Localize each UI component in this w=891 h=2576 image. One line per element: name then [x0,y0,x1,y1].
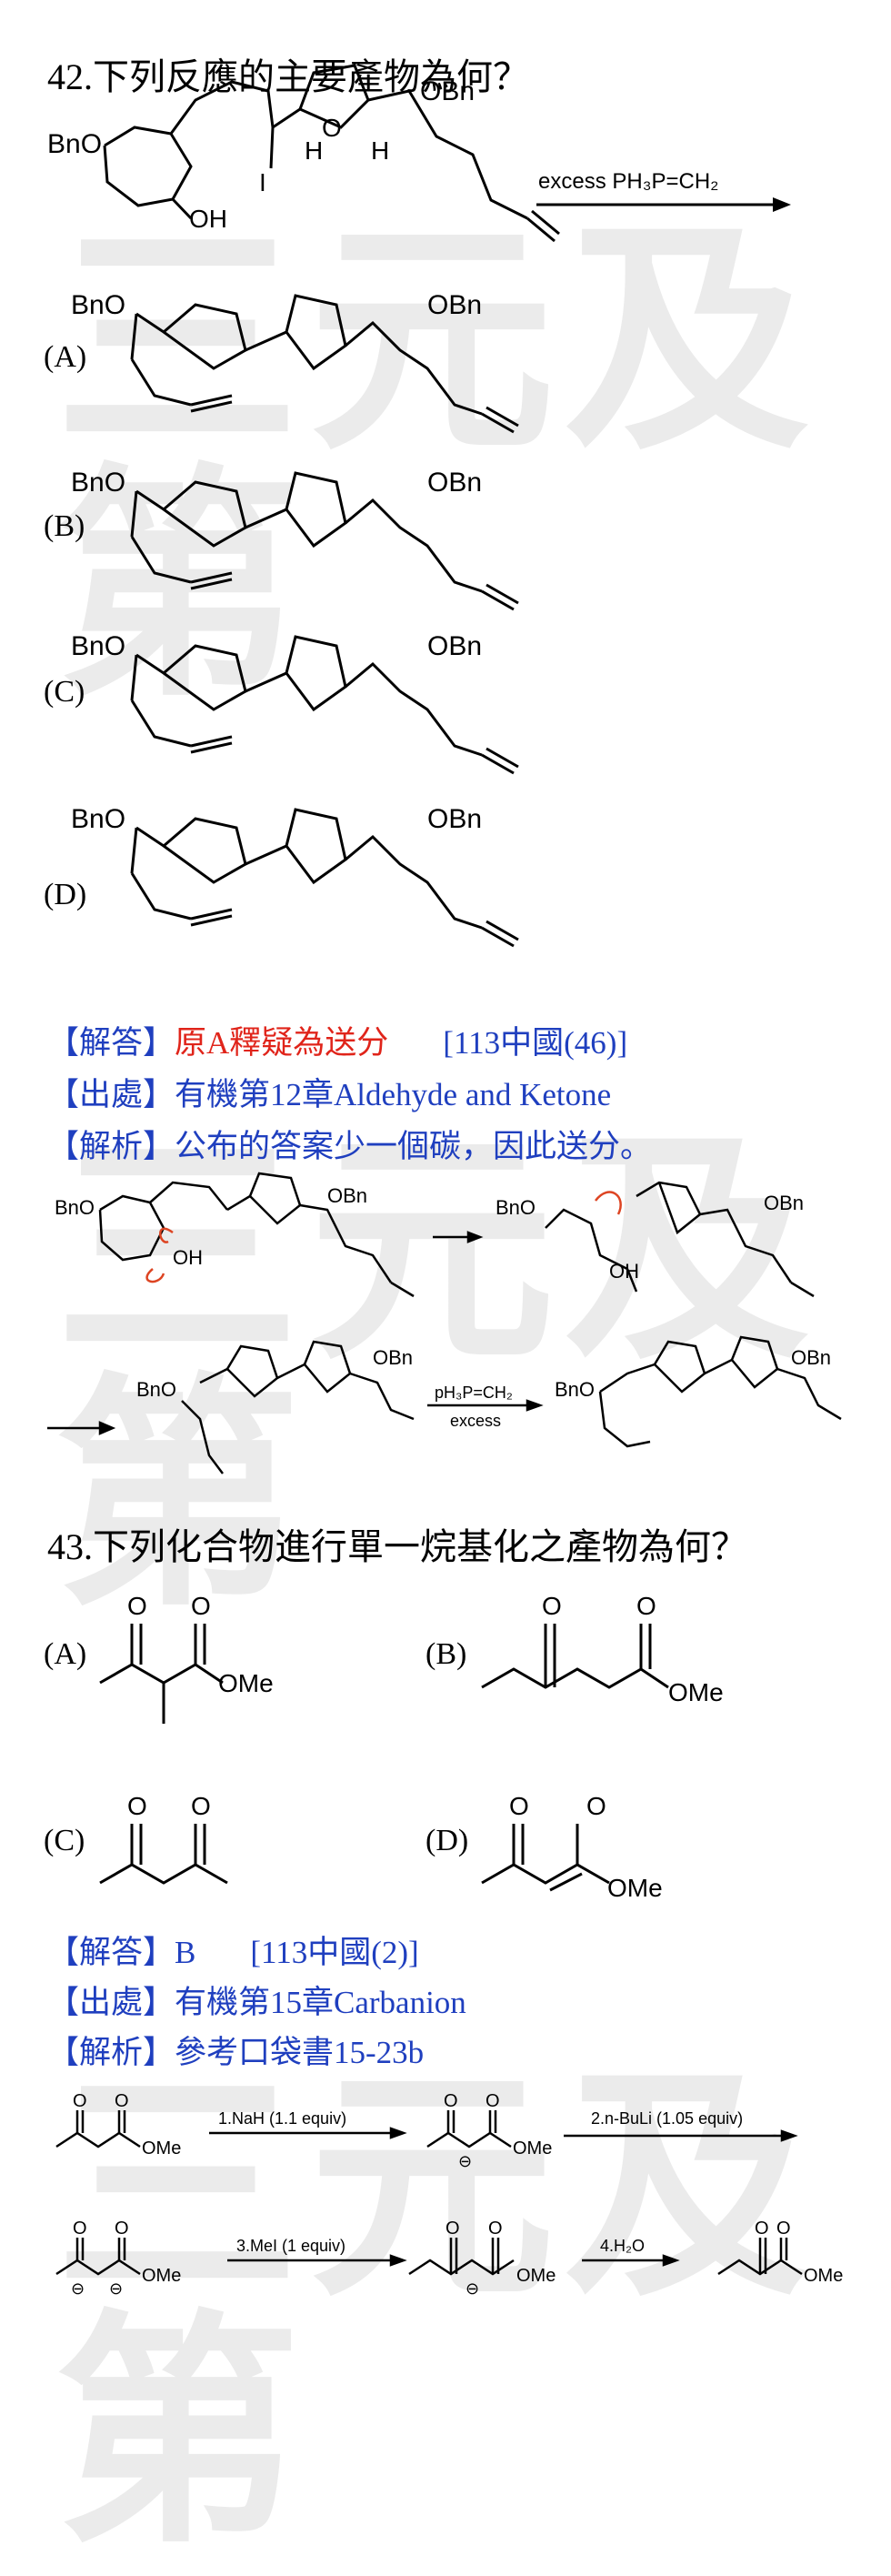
q42-answer: 【解答】原A釋疑為送分[113中國(46)] [47,1025,628,1061]
svg-text:excess: excess [450,1412,501,1430]
svg-text:BnO: BnO [496,1196,536,1219]
q43-option-structures: O O OMe O O OMe O O O O OMe [99,1592,724,1902]
svg-text:O: O [127,1592,147,1620]
svg-text:OBn: OBn [420,76,475,106]
question-43-title: 43.下列化合物進行單一烷基化之產物為何？ [47,1526,747,1567]
svg-text:O: O [755,2219,769,2239]
svg-text:O: O [73,2091,87,2111]
q42-source: 【出處】有機第12章Aldehyde and Ketone [47,1077,612,1112]
svg-text:H: H [371,136,389,165]
svg-text:2.n-BuLi (1.05 equiv): 2.n-BuLi (1.05 equiv) [591,2109,743,2128]
svg-text:⊖: ⊖ [109,2279,123,2298]
q43-option-a[interactable]: (A) [44,1637,87,1671]
svg-text:⊖: ⊖ [71,2279,85,2298]
svg-text:OH: OH [609,1260,639,1283]
q42-option-b[interactable]: (B) [44,509,85,543]
svg-text:O: O [322,114,342,142]
svg-text:OBn: OBn [791,1346,831,1369]
q43-option-d[interactable]: (D) [425,1824,469,1857]
q43-analysis: 【解析】參考口袋書15-23b [47,2035,425,2070]
q42-option-d[interactable]: (D) [44,878,87,911]
svg-text:BnO: BnO [55,1196,95,1219]
svg-text:O: O [542,1592,562,1620]
svg-text:OBn: OBn [327,1184,367,1207]
svg-text:OMe: OMe [142,2138,181,2158]
svg-text:OMe: OMe [516,2266,556,2286]
svg-text:O: O [446,2219,460,2239]
svg-text:OMe: OMe [218,1669,274,1697]
question-42-title: 42.下列反應的主要產物為何？ [47,56,529,97]
svg-text:4.H₂O: 4.H₂O [600,2237,645,2255]
q43-source: 【出處】有機第15章Carbanion [47,1985,466,2020]
watermark: 三元及第 [55,197,818,730]
svg-text:excess PH₃P=CH₂: excess PH₃P=CH₂ [538,169,718,194]
svg-text:H: H [305,136,323,165]
q43-reaction-scheme: O O OMe 1.NaH (1.1 equiv) O O ⊖ OMe 2.n-… [55,2091,843,2298]
q43-answer: 【解答】B[113中國(2)] [47,1935,419,1970]
svg-text:3.MeI (1 equiv): 3.MeI (1 equiv) [236,2237,345,2255]
svg-text:OBn: OBn [427,631,482,661]
svg-text:O: O [636,1592,656,1620]
svg-text:OH: OH [189,205,227,233]
svg-text:OBn: OBn [427,290,482,320]
q42-option-a[interactable]: (A) [44,340,87,374]
q42-option-c[interactable]: (C) [44,675,85,709]
svg-text:O: O [776,2219,791,2239]
svg-text:⊖: ⊖ [458,2152,472,2170]
svg-text:O: O [586,1792,606,1820]
svg-text:BnO: BnO [555,1378,595,1401]
svg-text:OMe: OMe [607,1874,663,1902]
svg-text:OBn: OBn [427,804,482,834]
q43-option-c[interactable]: (C) [44,1824,85,1857]
svg-text:1.NaH (1.1 equiv): 1.NaH (1.1 equiv) [218,2109,346,2128]
q42-option-structures: BnO OBn BnO OBn BnO OBn BnO OBn [71,290,520,948]
svg-text:O: O [191,1592,211,1620]
svg-text:OH: OH [173,1246,203,1269]
svg-text:O: O [73,2219,87,2239]
svg-text:pH₃P=CH₂: pH₃P=CH₂ [435,1384,513,1402]
svg-text:OBn: OBn [373,1346,413,1369]
q42-starting-material: BnO OH I O H H OBn excess PH₃P=CH₂ [47,64,791,243]
svg-text:OMe: OMe [513,2138,552,2158]
svg-text:BnO: BnO [71,290,125,320]
svg-text:OMe: OMe [668,1678,724,1706]
svg-text:O: O [127,1792,147,1820]
svg-text:O: O [115,2091,129,2111]
svg-text:BnO: BnO [71,804,125,834]
svg-text:O: O [191,1792,211,1820]
svg-text:O: O [486,2091,500,2111]
svg-text:O: O [115,2219,129,2239]
svg-text:BnO: BnO [47,129,102,159]
svg-text:I: I [259,168,266,196]
svg-text:BnO: BnO [71,631,125,661]
svg-text:OBn: OBn [764,1192,804,1214]
svg-text:OMe: OMe [142,2266,181,2286]
svg-text:⊖: ⊖ [466,2279,479,2298]
svg-text:OMe: OMe [804,2266,843,2286]
svg-text:BnO: BnO [136,1378,176,1401]
q42-mechanism-scheme: BnO OH OBn BnO OH OBn BnO OBn pH₃P=CH₂ e… [47,1172,842,1474]
svg-text:O: O [488,2219,503,2239]
svg-text:BnO: BnO [71,468,125,498]
q43-option-b[interactable]: (B) [425,1637,467,1671]
q42-analysis: 【解析】公布的答案少一個碳，因此送分。 [47,1129,653,1164]
svg-text:OBn: OBn [427,468,482,498]
watermark: 三元及第 [55,1107,818,1639]
svg-text:O: O [509,1792,529,1820]
svg-text:O: O [444,2091,458,2111]
